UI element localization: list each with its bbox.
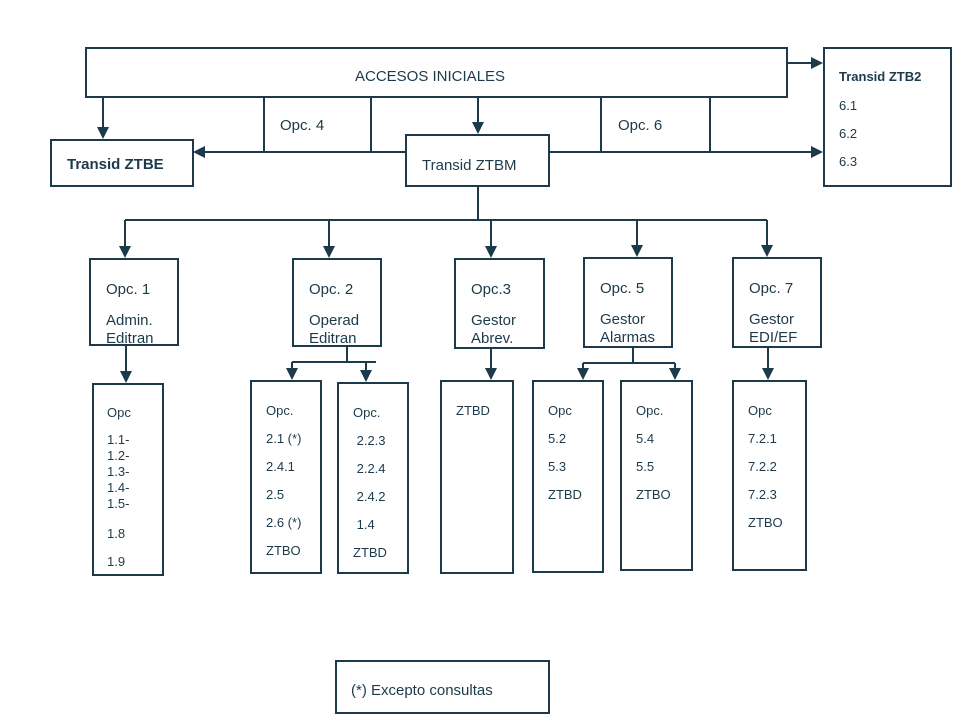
- option-line: Gestor: [471, 312, 517, 329]
- sub-item: 2.4.1: [266, 459, 295, 474]
- sub-item: Opc: [548, 403, 572, 418]
- option-box-5: Opc. 5 Gestor Alarmas: [583, 257, 673, 348]
- transid-ztbm-box: Transid ZTBM: [405, 134, 550, 187]
- sub-box-s3: ZTBD: [440, 380, 514, 574]
- sub-item: Opc.: [636, 403, 664, 418]
- sub-item: 2.2.3: [353, 433, 386, 448]
- option-line: Editran: [106, 330, 154, 346]
- sub-item: 2.5: [266, 487, 285, 502]
- option-line: Operad: [309, 312, 360, 329]
- sub-item: 1.5-: [107, 496, 130, 511]
- option-line: Alarmas: [600, 329, 656, 346]
- sub-item: 1.1-: [107, 432, 130, 447]
- sub-item: 1.2-: [107, 448, 130, 463]
- sub-item: 5.3: [548, 459, 567, 474]
- sub-item: 2.1 (*): [266, 431, 302, 446]
- transid-ztb2-box: Transid ZTB2 6.1 6.2 6.3: [823, 47, 952, 187]
- sub-item: ZTBO: [266, 543, 301, 558]
- ztb2-item: 6.1: [839, 98, 858, 113]
- ztb2-title: Transid ZTB2: [839, 69, 922, 84]
- ztbe-title: Transid ZTBE: [67, 156, 164, 173]
- sub-item: ZTBD: [353, 545, 387, 560]
- option-line: Admin.: [106, 312, 153, 329]
- sub-item: Opc: [107, 405, 131, 420]
- sub-item: 1.9: [107, 554, 126, 569]
- ztbm-title: Transid ZTBM: [422, 157, 517, 174]
- option-line: EDI/EF: [749, 329, 798, 346]
- ztb2-item: 6.2: [839, 126, 858, 141]
- sub-box-1: Opc 1.1- 1.2- 1.3- 1.4- 1.5- 1.8 1.9: [92, 383, 164, 576]
- transid-ztbe-box: Transid ZTBE: [50, 139, 194, 187]
- option-title: Opc. 1: [106, 281, 151, 298]
- sub-item: 2.6 (*): [266, 515, 302, 530]
- sub-item: 2.4.2: [353, 489, 386, 504]
- option-box-3: Opc.3 Gestor Abrev.: [454, 258, 545, 349]
- footnote-box: (*) Excepto consultas: [335, 660, 550, 714]
- option-line: Gestor: [600, 311, 646, 328]
- sub-item: 7.2.1: [748, 431, 777, 446]
- sub-item: 5.2: [548, 431, 567, 446]
- option-line: Abrev.: [471, 330, 514, 347]
- sub-item: Opc.: [353, 405, 381, 420]
- option-title: Opc. 7: [749, 280, 794, 297]
- footnote-label: (*) Excepto consultas: [351, 682, 493, 699]
- option-title: Opc. 5: [600, 280, 645, 297]
- sub-item: ZTBO: [636, 487, 671, 502]
- option-box-1: Opc. 1 Admin. Editran: [89, 258, 179, 346]
- sub-item: Opc: [748, 403, 772, 418]
- option-title: Opc.3: [471, 281, 512, 298]
- accesos-iniciales-box: ACCESOS INICIALES: [85, 47, 788, 98]
- option-box-7: Opc. 7 Gestor EDI/EF: [732, 257, 822, 348]
- sub-item: 5.5: [636, 459, 655, 474]
- opc6-label: Opc. 6: [618, 117, 663, 134]
- sub-item: ZTBO: [748, 515, 783, 530]
- sub-item: Opc.: [266, 403, 294, 418]
- sub-item: 1.3-: [107, 464, 130, 479]
- opc4-label: Opc. 4: [280, 117, 325, 134]
- option-box-2: Opc. 2 Operad Editran: [292, 258, 382, 347]
- sub-item: 1.4-: [107, 480, 130, 495]
- sub-box-s2a: Opc. 2.1 (*) 2.4.1 2.5 2.6 (*) ZTBO: [250, 380, 322, 574]
- sub-item: 7.2.2: [748, 459, 777, 474]
- option-line: Gestor: [749, 311, 795, 328]
- option-line: Editran: [309, 330, 357, 347]
- sub-item: ZTBD: [456, 403, 490, 418]
- sub-item: 2.2.4: [353, 461, 386, 476]
- accesos-iniciales-label: ACCESOS INICIALES: [355, 68, 506, 85]
- sub-item: 5.4: [636, 431, 655, 446]
- sub-item: 7.2.3: [748, 487, 777, 502]
- option-title: Opc. 2: [309, 281, 354, 298]
- sub-item: 1.8: [107, 526, 126, 541]
- sub-item: ZTBD: [548, 487, 582, 502]
- ztb2-item: 6.3: [839, 154, 858, 169]
- sub-item: 1.4: [353, 517, 375, 532]
